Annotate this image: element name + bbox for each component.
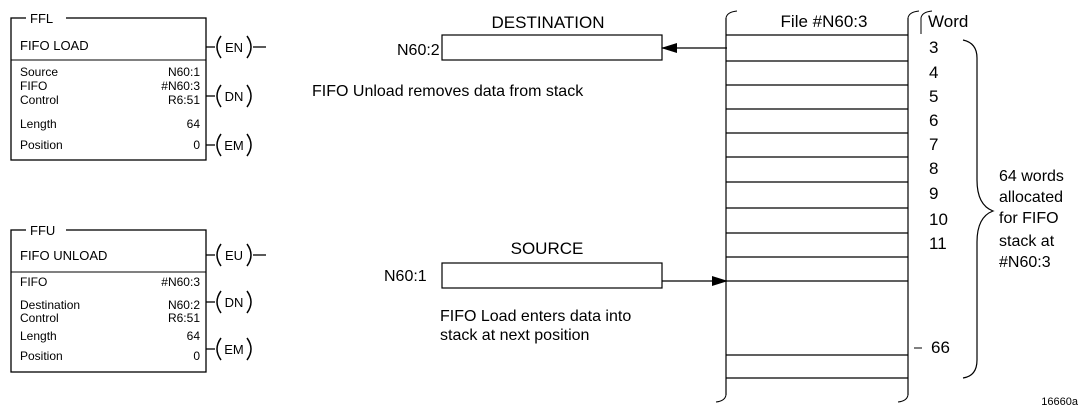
destination-heading: DESTINATION [491, 13, 604, 32]
figure-id: 16660a [1041, 396, 1079, 408]
source-address: N60:1 [384, 268, 427, 285]
word-5: 5 [929, 87, 938, 106]
ffu-value-fifo: #N60:3 [161, 275, 200, 289]
allocation-line-2: allocated [999, 189, 1063, 206]
svg-text:EM: EM [224, 342, 244, 357]
word-4: 4 [929, 63, 938, 82]
ffl-title: FIFO LOAD [20, 38, 89, 53]
file-stack: File #N60:3 [715, 10, 920, 403]
allocation-line-4: stack at [999, 233, 1055, 250]
ffl-label-length: Length [20, 117, 57, 131]
word-10: 10 [929, 210, 948, 229]
ffu-instruction-block: FFU FIFO UNLOAD FIFO #N60:3 Destination … [10, 221, 266, 373]
ffu-label-position: Position [20, 349, 63, 363]
ffl-label-fifo: FIFO [20, 79, 47, 93]
word-8: 8 [929, 159, 938, 178]
ffu-coil-em: EM [206, 337, 252, 361]
ffl-value-control: R6:51 [168, 93, 200, 107]
word-7: 7 [929, 135, 938, 154]
source-register-box [441, 262, 663, 289]
allocation-brace [962, 39, 995, 379]
file-title: File #N60:3 [781, 12, 868, 31]
ffu-label-destination: Destination [20, 298, 80, 312]
file-top-break-left [725, 10, 738, 19]
ffl-block-frame [10, 17, 207, 161]
ffl-value-position: 0 [193, 138, 200, 152]
ffl-instruction-block: FFL FIFO LOAD Source N60:1 FIFO #N60:3 C… [10, 9, 266, 161]
source-caption-line1: FIFO Load enters data into [440, 308, 631, 325]
source-caption-line2: stack at next position [440, 327, 589, 344]
allocation-line-1: 64 words [999, 168, 1064, 185]
destination-register-box [441, 34, 663, 61]
ffu-label-fifo: FIFO [20, 275, 47, 289]
ffu-value-length: 64 [187, 329, 201, 343]
destination-caption: FIFO Unload removes data from stack [312, 83, 584, 100]
source-heading: SOURCE [511, 239, 584, 258]
word-66: 66 [931, 338, 950, 357]
ffl-coil-dn: DN [206, 84, 252, 108]
word-11: 11 [929, 234, 947, 253]
ffu-label-length: Length [20, 329, 57, 343]
svg-text:EN: EN [225, 40, 243, 55]
allocation-line-3: for FIFO [999, 210, 1059, 227]
ffl-label-source: Source [20, 65, 58, 79]
word-3: 3 [929, 38, 938, 57]
source-group: SOURCE N60:1 FIFO Load enters data into … [384, 239, 728, 344]
word-heading: Word [928, 12, 968, 31]
svg-text:DN: DN [225, 295, 244, 310]
ffu-label-control: Control [20, 311, 59, 325]
word-9: 9 [929, 184, 938, 203]
ffu-block-frame [10, 229, 207, 373]
ffu-value-position: 0 [193, 349, 200, 363]
ffl-coil-em: EM [206, 133, 252, 157]
ffu-title: FIFO UNLOAD [20, 248, 107, 263]
file-bottom-break-left [715, 394, 727, 403]
ffl-tag: FFL [30, 11, 53, 26]
destination-address: N60:2 [397, 42, 440, 59]
ffu-coil-dn: DN [206, 290, 252, 314]
svg-text:EU: EU [225, 248, 243, 263]
word-index-column: Word 3 4 5 6 7 8 9 10 11 66 [914, 10, 968, 357]
ffl-value-length: 64 [187, 117, 201, 131]
ffl-coil-en: EN [206, 35, 266, 59]
svg-text:EM: EM [224, 138, 244, 153]
ffu-coil-eu: EU [206, 243, 266, 267]
file-bottom-break-right [897, 394, 909, 403]
allocation-note: 64 words allocated for FIFO stack at #N6… [999, 168, 1064, 271]
ffl-value-fifo: #N60:3 [161, 79, 200, 93]
word-6: 6 [929, 111, 938, 130]
ffu-value-control: R6:51 [168, 311, 200, 325]
word-break-mark [920, 10, 933, 34]
destination-group: DESTINATION N60:2 FIFO Unload removes da… [312, 13, 727, 100]
ffl-label-position: Position [20, 138, 63, 152]
ffu-tag: FFU [30, 223, 55, 238]
ffu-value-destination: N60:2 [168, 298, 200, 312]
svg-text:DN: DN [225, 89, 244, 104]
ffl-value-source: N60:1 [168, 65, 200, 79]
file-top-break-right [907, 10, 920, 19]
ffl-label-control: Control [20, 93, 59, 107]
allocation-line-5: #N60:3 [999, 254, 1051, 271]
